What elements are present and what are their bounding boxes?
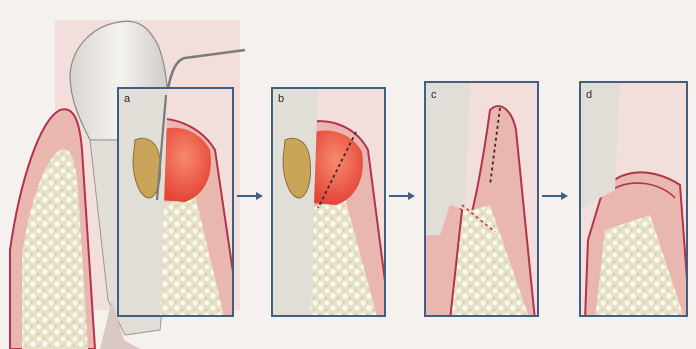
arrow-c-to-d bbox=[542, 192, 568, 200]
panel-d-label: d bbox=[586, 89, 592, 101]
arrow-b-to-c bbox=[389, 192, 415, 200]
panel-b: b bbox=[272, 88, 390, 320]
panel-a: a bbox=[118, 88, 240, 320]
panel-c-label: c bbox=[431, 89, 437, 101]
panel-c: c bbox=[425, 82, 538, 320]
arrow-a-to-b bbox=[237, 192, 263, 200]
panel-a-label: a bbox=[124, 93, 131, 105]
panel-d: d bbox=[580, 82, 690, 320]
panel-b-label: b bbox=[278, 93, 284, 105]
